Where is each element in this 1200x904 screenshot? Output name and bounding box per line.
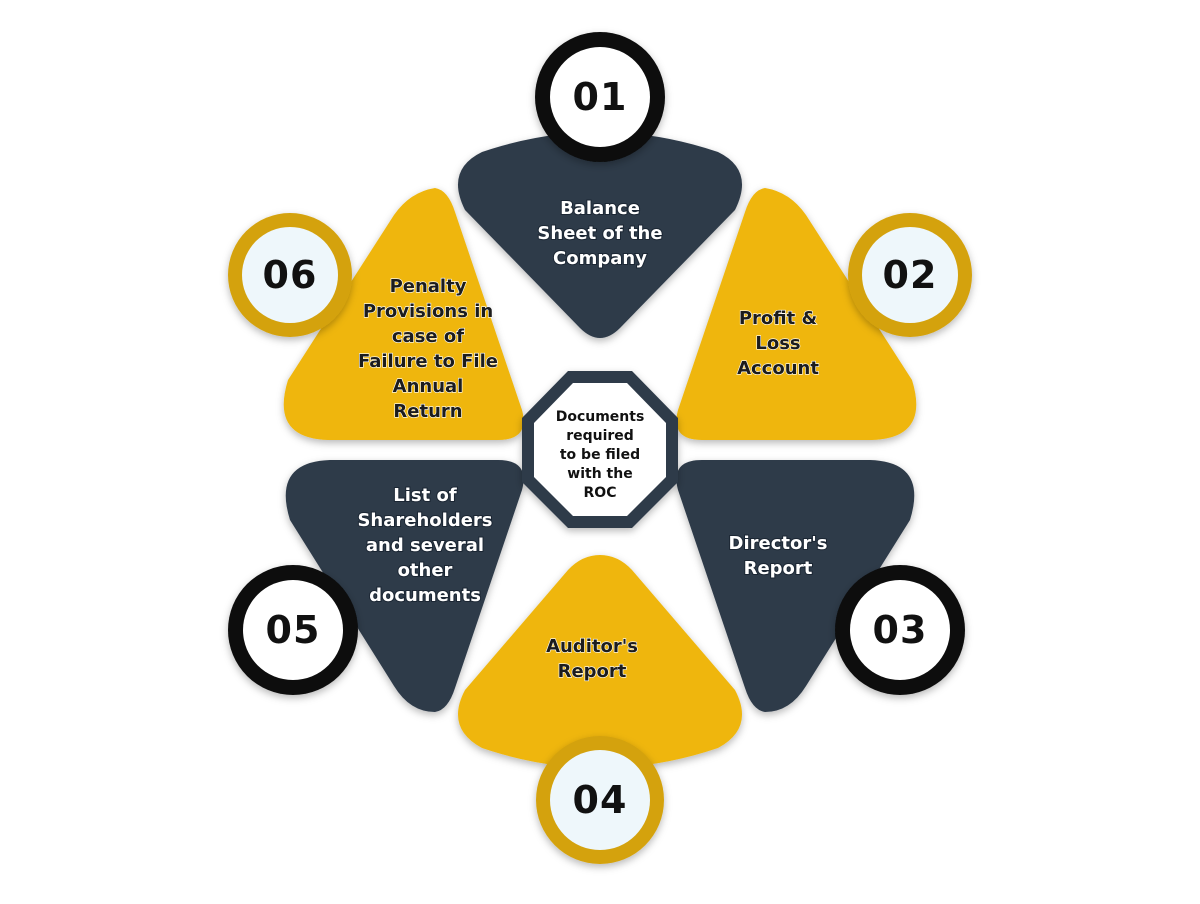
segment-05-label-line-5: documents — [369, 585, 481, 606]
badge-05-fill — [243, 580, 343, 680]
segment-05-label-line-4: other — [398, 560, 453, 581]
segment-05-shape — [285, 460, 524, 712]
badge-01: 01 — [535, 32, 665, 162]
segment-02-label-line-2: Loss — [755, 333, 800, 354]
segment-05-label-line-3: and several — [366, 535, 484, 556]
center-label-line-5: ROC — [584, 485, 617, 501]
center-label-line-2: required — [566, 428, 634, 444]
segment-03-label-line-2: Report — [744, 558, 813, 579]
badge-02-fill — [862, 227, 958, 323]
segment-01-shape — [457, 132, 743, 338]
segment-06-label-line-2: Provisions in — [363, 301, 493, 322]
segment-06-label-line-1: Penalty — [390, 276, 467, 297]
segment-06-label-line-4: Failure to File — [358, 351, 498, 372]
segment-02-label-line-3: Account — [737, 358, 819, 379]
segment-05-label-line-1: List of — [393, 485, 457, 506]
center-label-line-1: Documents — [556, 409, 645, 425]
badge-05-number: 05 — [266, 608, 321, 652]
segment-02-shape — [676, 188, 917, 440]
center-label-line-3: to be filed — [560, 447, 640, 463]
segment-01-label-line-1: Balance — [560, 198, 640, 219]
segment-05-label: List of Shareholders and several other docum… — [357, 485, 492, 606]
segment-03-label-line-1: Director's — [729, 533, 828, 554]
badge-01-number: 01 — [573, 75, 628, 119]
badge-03-number: 03 — [873, 608, 928, 652]
badge-05: 05 — [228, 565, 358, 695]
center-label-line-4: with the — [567, 466, 632, 482]
segment-06-label-line-6: Return — [393, 401, 462, 422]
segment-06-shape — [283, 188, 524, 440]
segment-04-label-line-2: Report — [558, 661, 627, 682]
badge-03: 03 — [835, 565, 965, 695]
segments — [283, 132, 917, 768]
segment-05-label-line-2: Shareholders — [357, 510, 492, 531]
number-badges: 01 02 03 04 05 — [228, 32, 972, 864]
badge-04: 04 — [536, 736, 664, 864]
segment-02-label-line-1: Profit & — [739, 308, 817, 329]
segment-04-shape — [457, 555, 743, 768]
badge-02-number: 02 — [883, 253, 938, 297]
badge-04-number: 04 — [573, 778, 628, 822]
badge-06-fill — [242, 227, 338, 323]
badge-06: 06 — [228, 213, 352, 337]
segment-03-shape — [676, 460, 915, 712]
badge-03-fill — [850, 580, 950, 680]
segment-04-label-line-1: Auditor's — [546, 636, 638, 657]
badge-04-fill — [550, 750, 650, 850]
segment-01-label-line-2: Sheet of the — [537, 223, 662, 244]
badge-06-number: 06 — [263, 253, 318, 297]
segment-06-label-line-5: Annual — [393, 376, 464, 397]
badge-02: 02 — [848, 213, 972, 337]
segment-01-label-line-3: Company — [553, 248, 647, 269]
segment-06-label-line-3: case of — [392, 326, 464, 347]
center-octagon-inner — [534, 383, 666, 516]
badge-01-fill — [550, 47, 650, 147]
